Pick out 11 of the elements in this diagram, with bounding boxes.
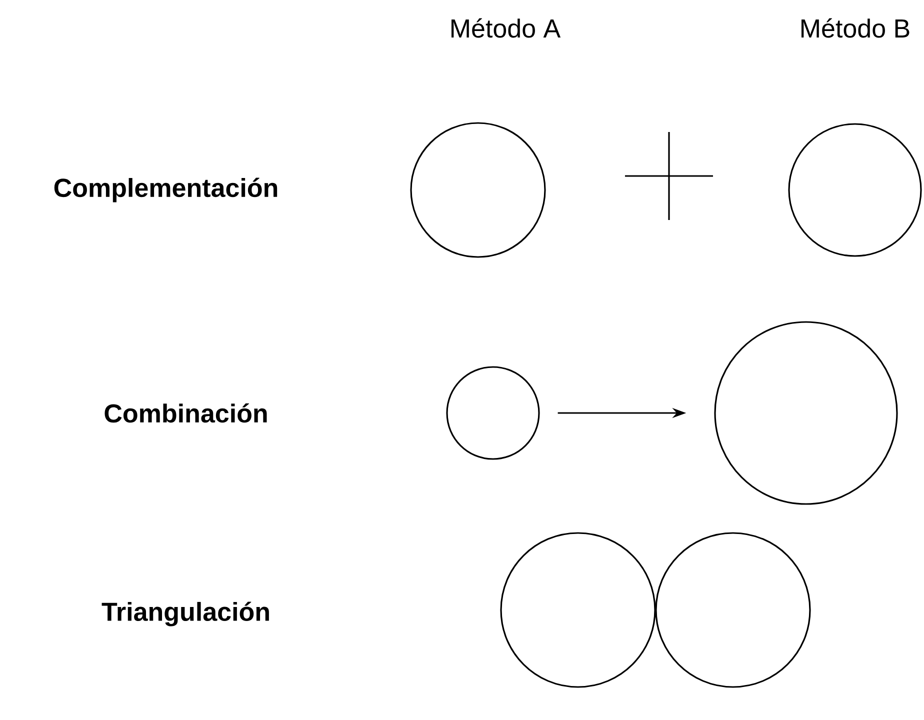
row-label: Triangulación [102,602,269,626]
column-heading: Método B [802,18,910,38]
row-label: Complementación [54,178,278,202]
column-heading: Método A [452,18,561,38]
circle [410,122,546,258]
row-label: Combinación [104,403,267,423]
circle [655,532,811,688]
circle [500,532,656,688]
circle [788,123,922,257]
circle [446,366,540,460]
circle [714,321,898,505]
